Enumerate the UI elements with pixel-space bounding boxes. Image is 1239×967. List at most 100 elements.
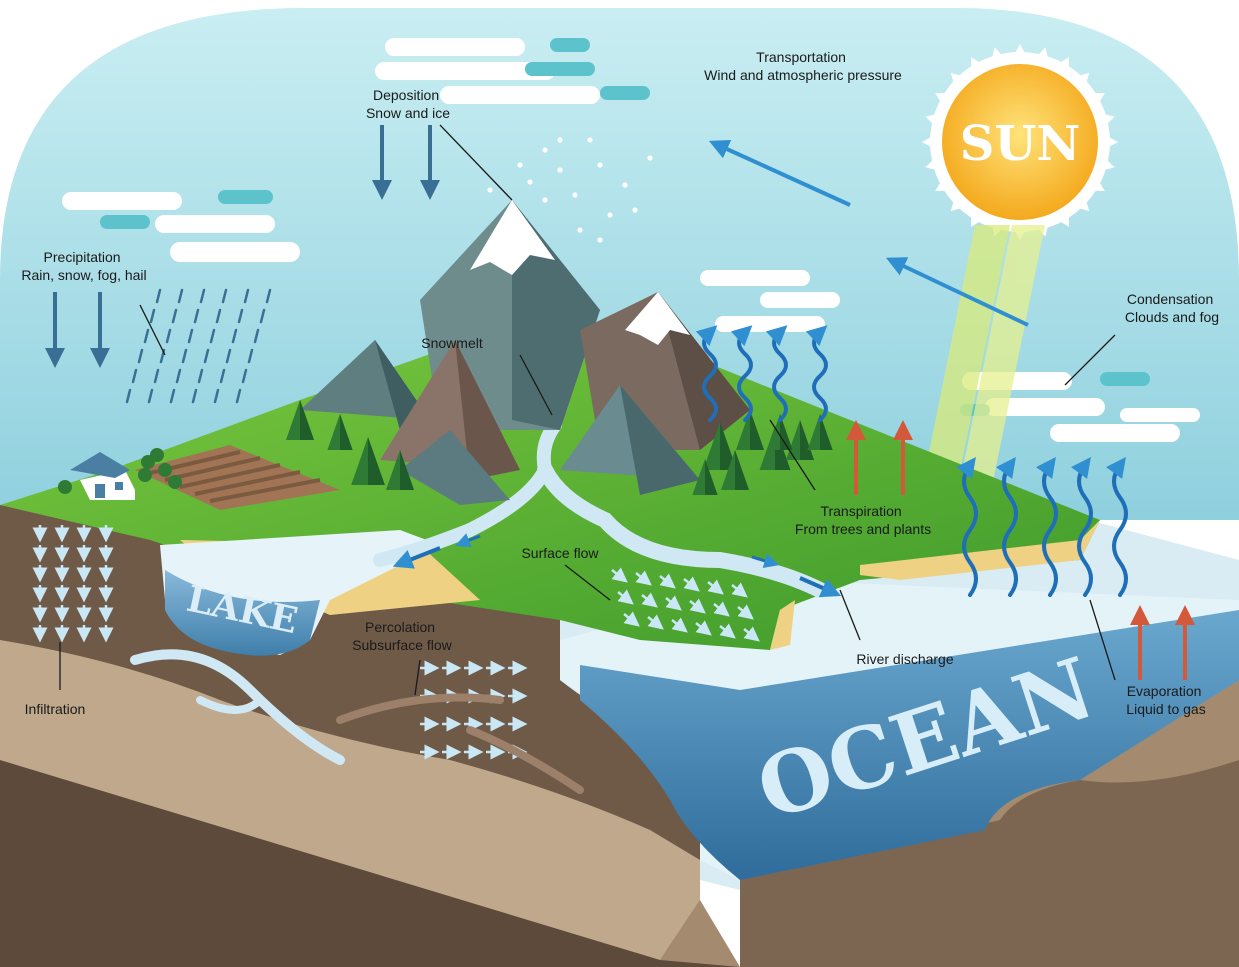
tree-shade [705,459,718,495]
flow-arrow [683,576,700,592]
flow-arrow [635,570,652,586]
trees [58,400,833,495]
label-snowmelt-title: Snowmelt [421,335,483,351]
river [373,418,828,598]
rain-dash [191,388,198,404]
label-transpiration: Transpiration From trees and plants [795,503,931,537]
rain-dash [165,328,172,344]
bush [138,468,152,482]
labels: Transportation Wind and atmospheric pres… [21,49,1219,717]
rain-dash [175,368,182,384]
snow-dot [487,187,493,193]
sun-ray [1086,93,1105,110]
sun-ray [1096,112,1115,130]
precipitation-arrows [45,292,110,368]
label-percolation-title: Percolation [365,619,435,635]
rain-dash [187,328,194,344]
sun-ray [1010,44,1030,61]
label-surface-flow: Surface flow [521,545,599,561]
rain-dash [177,288,184,304]
wavy-arrow [730,325,753,422]
tree-shade [735,450,749,490]
label-transportation-title: Transportation [756,49,846,65]
label-precipitation-sub: Rain, snow, fog, hail [21,267,146,283]
flow-arrow [617,589,634,605]
wavy-arrow [996,456,1018,597]
sky-background [0,8,1239,520]
label-transportation: Transportation Wind and atmospheric pres… [704,49,902,83]
label-snowmelt: Snowmelt [421,335,483,351]
sun-ray [990,47,1008,66]
rain-dash [215,308,222,324]
rain-dash [149,308,156,324]
sun-ray [1096,154,1115,172]
snow-dot [597,162,603,168]
label-river-discharge-title: River discharge [856,651,953,667]
label-surface-flow-title: Surface flow [521,545,599,561]
flow-arrow [719,623,736,639]
rain-dash [169,388,176,404]
sun-ray [1052,208,1069,227]
flow-arrow [665,595,682,611]
flow-arrow [695,620,712,636]
rain-dash [253,328,260,344]
farm-field [135,445,340,510]
label-deposition: Deposition Snow and ice [366,87,450,121]
sun-ray [935,93,954,110]
label-river-discharge: River discharge [856,651,953,667]
label-evaporation-sub: Liquid to gas [1126,701,1205,717]
house [70,452,135,500]
flow-arrow [707,579,724,595]
rain-dash [193,308,200,324]
sun-ray [1071,72,1090,91]
snow-dot [557,137,563,143]
sun-ray [1052,57,1069,76]
wavy-arrow [1036,456,1058,597]
wavy-arrow [695,325,718,422]
label-transpiration-sub: From trees and plants [795,521,931,537]
cloud-left [62,190,300,262]
label-percolation-sub: Subsurface flow [352,637,452,653]
ocean: OCEAN [560,580,1239,880]
rain-dash [153,368,160,384]
rain-dash [147,388,154,404]
sun-ray [935,174,954,191]
evaporation-waves [695,325,1128,597]
label-condensation-title: Condensation [1127,291,1213,307]
rain-dash [225,348,232,364]
wavy-arrow [956,456,978,597]
snow-dot [572,192,578,198]
flow-arrow [647,614,664,630]
transportation-arrows [708,140,1029,327]
bush [58,480,72,494]
rain-dash [265,288,272,304]
rain-dash [209,328,216,344]
sun-ray [1071,193,1090,212]
rain-dash [221,288,228,304]
snow-dot [632,207,638,213]
sun-ray [971,208,988,227]
rain-dash [247,348,254,364]
flow-arrow [713,601,730,617]
flow-arrow [623,611,640,627]
sun-ray [925,112,944,130]
flow-arrow [611,567,628,583]
flow-arrows [32,525,760,760]
rain-dash [203,348,210,364]
label-transportation-sub: Wind and atmospheric pressure [704,67,902,83]
tree [721,450,749,490]
label-precipitation-title: Precipitation [44,249,121,265]
rain-dash [237,308,244,324]
river-flow-arrows [392,533,842,598]
rain-dash [125,388,132,404]
wavy-arrow [805,325,828,422]
wavy-arrow [1071,456,1093,597]
snow-dot [587,137,593,143]
sun-ray [971,57,988,76]
snow-dot [517,162,523,168]
cloud-top [375,38,650,104]
tree-shade [368,437,385,485]
wavy-arrow [765,325,788,422]
snow-dots [487,137,653,243]
mountains [300,200,750,505]
